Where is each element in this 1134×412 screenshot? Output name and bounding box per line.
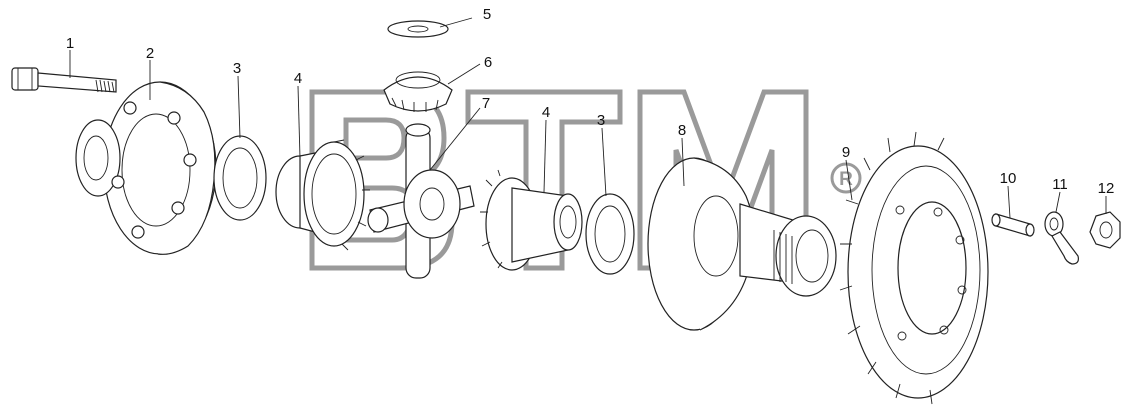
callout-10: 10 xyxy=(1000,170,1017,187)
callout-4-right: 4 xyxy=(542,104,550,121)
thrust-washer-right-part xyxy=(585,193,635,275)
thrust-washer-left-part xyxy=(213,135,267,221)
lock-washer-part xyxy=(1044,211,1079,265)
callout-6: 6 xyxy=(484,54,492,71)
bolt-part xyxy=(11,67,117,93)
callout-2: 2 xyxy=(146,45,154,62)
callout-5: 5 xyxy=(483,6,491,23)
ring-gear-part xyxy=(839,131,989,405)
callout-7: 7 xyxy=(482,95,490,112)
callout-1: 1 xyxy=(66,35,74,52)
pinion-gear-part xyxy=(383,71,453,112)
callout-12: 12 xyxy=(1098,180,1115,197)
callout-3-left: 3 xyxy=(233,60,241,77)
callout-11: 11 xyxy=(1052,176,1068,193)
callout-4-left: 4 xyxy=(294,70,302,87)
callout-8: 8 xyxy=(678,122,686,139)
spider-cross-part xyxy=(367,123,475,279)
differential-case-part xyxy=(647,157,837,331)
leader-lines xyxy=(69,17,1107,219)
callout-3-right: 3 xyxy=(597,112,605,129)
differential-case-half-part xyxy=(75,81,217,255)
nut-part xyxy=(1089,211,1121,249)
pin-part xyxy=(991,213,1035,237)
svg-text:R: R xyxy=(839,169,853,190)
side-gear-right-part xyxy=(480,169,583,271)
side-gear-left-part xyxy=(275,139,370,251)
callout-labels: 1 2 3 4 5 6 7 4 3 8 9 10 11 12 xyxy=(66,6,1115,197)
callout-9: 9 xyxy=(842,144,850,161)
pinion-washer-part xyxy=(387,20,449,38)
registered-mark: R xyxy=(830,162,862,194)
